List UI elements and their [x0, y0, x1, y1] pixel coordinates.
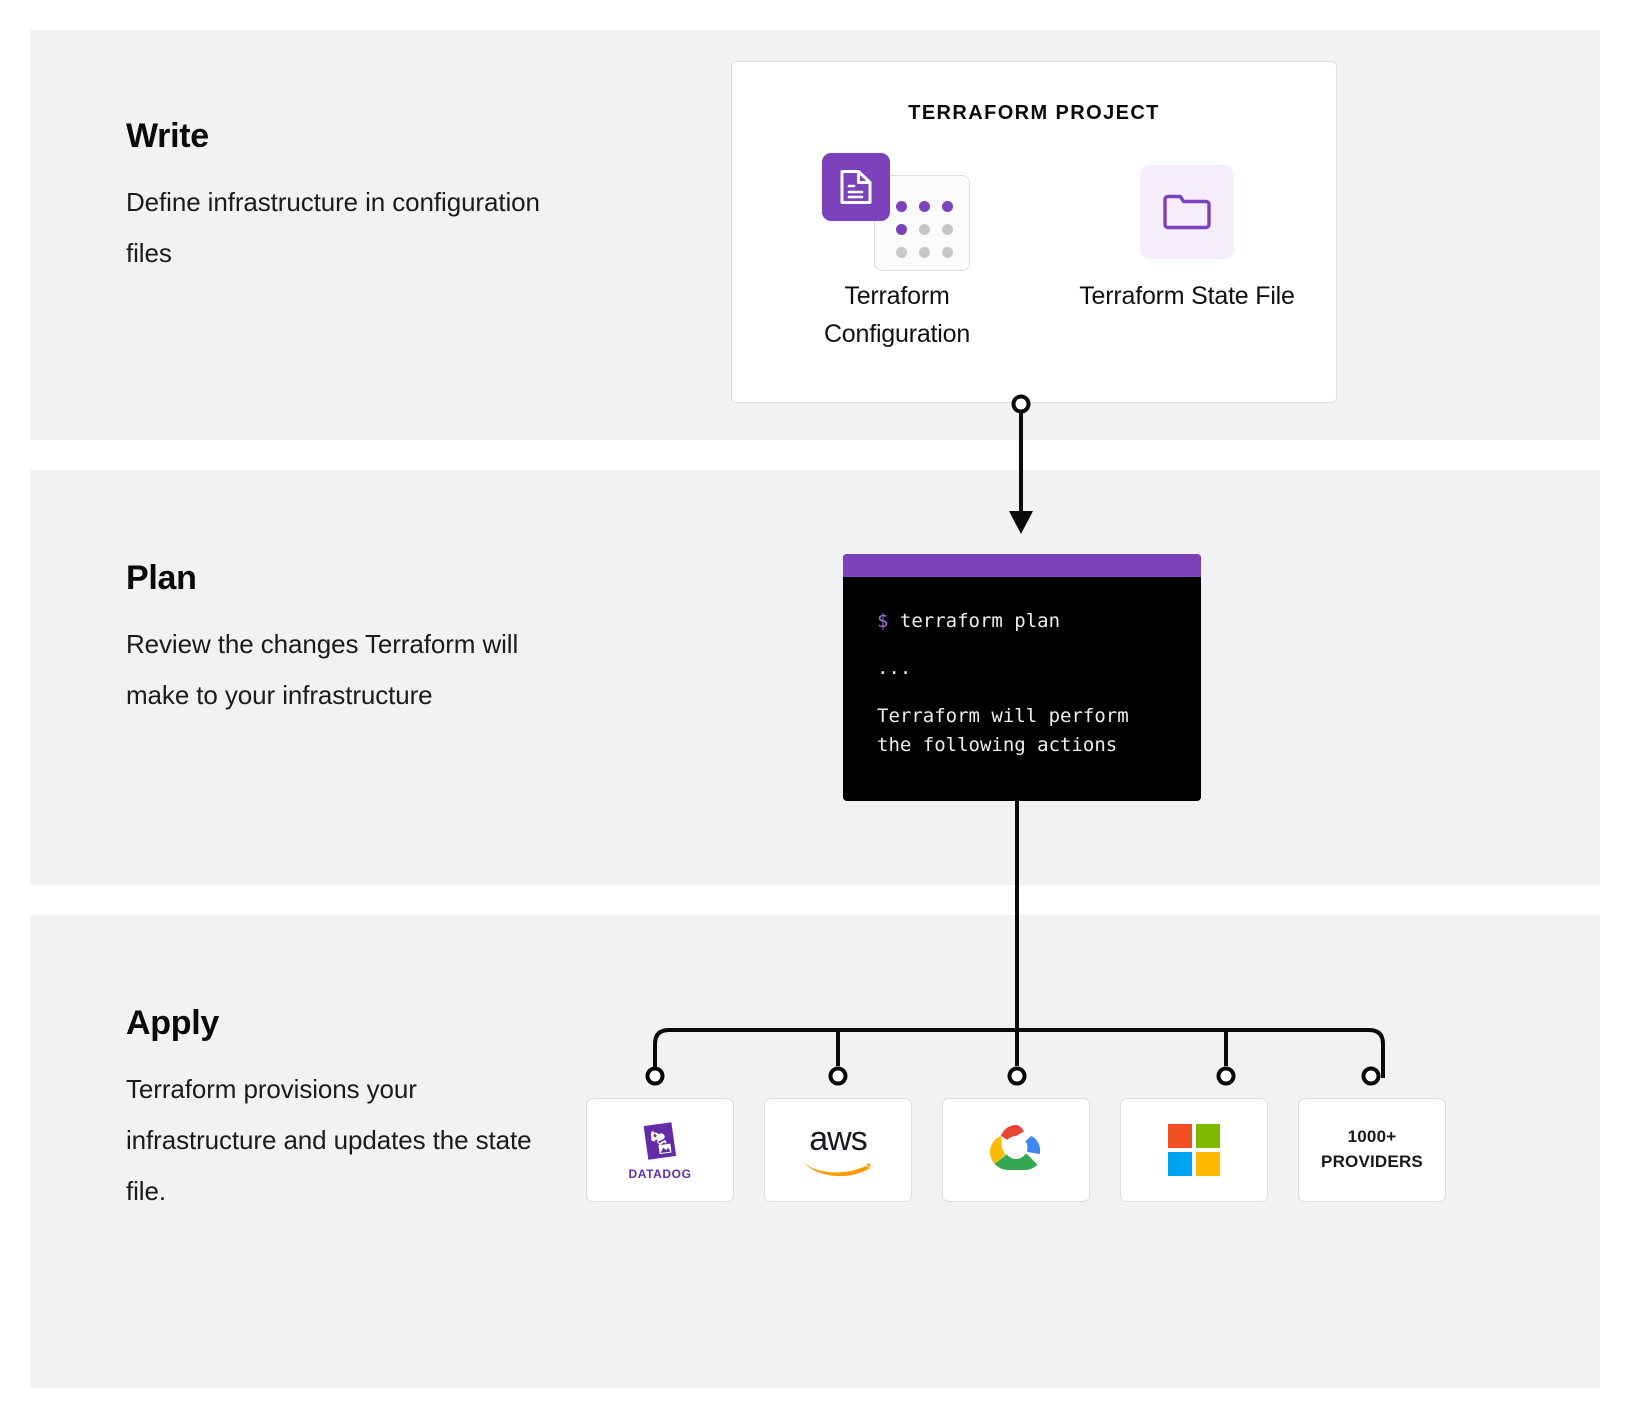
provider-card-more-providers[interactable]: 1000+ PROVIDERS	[1298, 1098, 1446, 1202]
microsoft-logo	[1168, 1124, 1220, 1176]
step-write-description: Define infrastructure in configuration f…	[126, 187, 540, 269]
asset-state-label: Terraform State File	[1079, 282, 1295, 310]
terminal-ellipsis: ...	[877, 657, 912, 680]
step-write-title: Write	[126, 117, 209, 155]
aws-logo: aws	[800, 1119, 876, 1177]
datadog-wordmark: DATADOG	[628, 1166, 692, 1181]
asset-config-label: Terraform Configuration	[823, 282, 971, 349]
asset-terraform-state-file: Terraform State File	[1072, 147, 1302, 315]
terminal-body: $ terraform plan ... Terraform will perf…	[843, 577, 1201, 791]
step-plan-description: Review the changes Terraform will make t…	[126, 629, 519, 711]
document-icon	[822, 153, 890, 221]
terraform-project-card: TERRAFORM PROJECT	[731, 61, 1337, 403]
provider-card-aws[interactable]: aws	[764, 1098, 912, 1202]
step-plan-title: Plan	[126, 559, 197, 597]
provider-card-google-cloud[interactable]	[942, 1098, 1090, 1202]
document-grid-icon	[782, 147, 1012, 277]
asset-terraform-configuration: Terraform Configuration	[782, 147, 1012, 354]
terminal-command: terraform plan	[888, 610, 1061, 632]
section-band-plan	[30, 470, 1600, 885]
more-providers-count: 1000+	[1347, 1127, 1397, 1147]
terminal-prompt: $	[877, 610, 889, 632]
terminal-title-bar	[843, 554, 1201, 577]
step-plan: Plan Review the changes Terraform will m…	[126, 559, 546, 721]
terminal-window: $ terraform plan ... Terraform will perf…	[843, 554, 1201, 801]
aws-smile-icon	[804, 1163, 871, 1177]
aws-wordmark: aws	[809, 1119, 867, 1158]
more-providers-label: PROVIDERS	[1321, 1152, 1423, 1171]
folder-icon	[1140, 165, 1234, 259]
step-apply: Apply Terraform provisions your infrastr…	[126, 1004, 546, 1216]
step-apply-description: Terraform provisions your infrastructure…	[126, 1074, 532, 1206]
provider-cards-row: DATADOG aws	[586, 1098, 1446, 1202]
terminal-output-line-2: the following actions	[877, 734, 1118, 757]
step-apply-title: Apply	[126, 1004, 219, 1042]
datadog-logo	[643, 1121, 677, 1160]
step-write: Write Define infrastructure in configura…	[126, 117, 546, 279]
provider-card-microsoft[interactable]	[1120, 1098, 1268, 1202]
provider-card-datadog[interactable]: DATADOG	[586, 1098, 734, 1202]
google-cloud-logo	[990, 1125, 1041, 1170]
terraform-project-title: TERRAFORM PROJECT	[908, 102, 1160, 124]
terminal-output-line-1: Terraform will perform	[877, 704, 1129, 727]
dot-grid-icon	[896, 201, 953, 258]
